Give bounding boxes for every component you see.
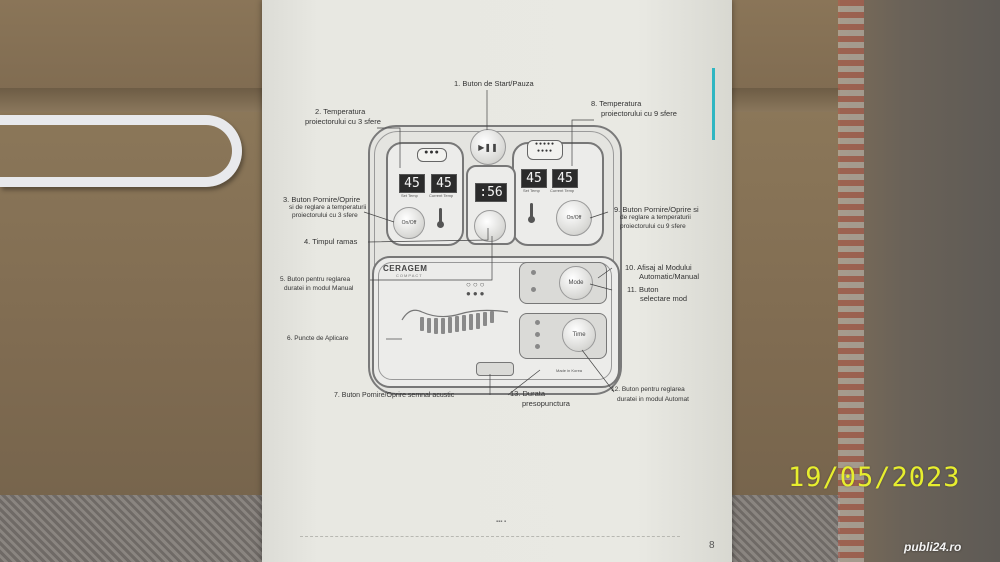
page-divider <box>300 536 680 537</box>
right-current-temp-label: Current Temp <box>550 188 575 193</box>
left-set-temp-label: Set Temp <box>401 193 418 198</box>
label-start-pause: 1. Buton de Start/Pauza <box>454 79 534 88</box>
mode-button: Mode <box>559 266 593 300</box>
label-temp3-2: proiectorului cu 3 sfere <box>305 117 381 126</box>
plastic-handle <box>0 115 242 187</box>
label-onoff3-1: 3. Buton Pornire/Oprire <box>283 195 361 204</box>
time-led-2 <box>535 332 540 337</box>
label-durata-2: presopunctura <box>522 399 570 408</box>
start-pause-button: ▶❚❚ <box>470 129 506 165</box>
right-current-temp-display: 45 <box>552 169 578 188</box>
timer-display: :56 <box>475 183 507 202</box>
label-onoff9-2: de reglare a temperaturii <box>620 214 691 221</box>
box-side <box>840 0 1000 562</box>
timer-adjust-button <box>474 210 506 242</box>
application-points-row: ○○○ <box>466 280 487 289</box>
label-selectare-2: selectare mod <box>640 294 688 303</box>
label-timp-ramas: 4. Timpul ramas <box>304 237 358 246</box>
right-thermometer-icon <box>528 203 535 223</box>
label-temp9-1: 8. Temperatura <box>591 99 642 108</box>
left-onoff-button: On/Off <box>393 207 425 239</box>
label-onoff3-3: proiectorului cu 3 sfere <box>292 212 358 219</box>
lower-panel-inner <box>378 262 612 380</box>
label-afisaj-2: Automatic/Manual <box>639 272 700 281</box>
label-onoff9-3: proiectorului cu 9 sfere <box>620 223 686 230</box>
page-small-mark: ▪▪▪ ▪ <box>496 519 507 525</box>
label-manual-2: duratei in modul Manual <box>284 285 354 292</box>
label-automat-1: 12. Buton pentru reglarea <box>611 386 685 393</box>
left-current-temp-display: 45 <box>431 174 457 193</box>
label-acustic: 7. Buton Pornire/Oprire semnal acustic <box>334 392 455 399</box>
site-watermark: publi24.ro <box>904 540 962 554</box>
made-in-label: Made in Korea <box>556 368 583 373</box>
right-set-temp-label: Set Temp <box>523 188 540 193</box>
box-side-stripe <box>838 0 864 562</box>
three-spheres-icon: ●●● <box>417 148 447 162</box>
manual-led <box>531 287 536 292</box>
page-number: 8 <box>709 540 715 551</box>
left-thermometer-icon <box>437 208 444 228</box>
brand-logo: CERAGEM <box>383 264 428 273</box>
label-onoff3-2: si de reglare a temperaturii <box>289 204 367 211</box>
label-temp9-2: proiectorului cu 9 sfere <box>601 109 677 118</box>
auto-led <box>531 270 536 275</box>
nine-spheres-icon: ●●●●●●●●● <box>527 140 563 160</box>
label-puncte: 6. Puncte de Aplicare <box>287 335 349 342</box>
label-manual-1: 5. Buton pentru reglarea <box>280 276 351 283</box>
right-set-temp-display: 45 <box>521 169 547 188</box>
date-stamp: 19/05/2023 <box>788 462 961 493</box>
time-button: Time <box>562 318 596 352</box>
spine-illustration <box>401 309 509 334</box>
right-onoff-button: On/Off <box>556 200 592 236</box>
label-temp3-1: 2. Temperatura <box>315 107 366 116</box>
application-points-row-2: ●●● <box>466 289 487 298</box>
time-led-3 <box>535 344 540 349</box>
label-selectare-1: 11. Buton <box>627 285 659 294</box>
left-set-temp-display: 45 <box>399 174 425 193</box>
label-automat-2: duratei in modul Automat <box>617 396 689 403</box>
teal-page-marker <box>712 68 715 140</box>
beep-button <box>476 362 514 376</box>
time-led-1 <box>535 320 540 325</box>
label-afisaj-1: 10. Afisaj al Modului <box>625 263 692 272</box>
label-durata-1: 13. Durata <box>510 389 546 398</box>
label-onoff9-1: 9. Buton Pornire/Oprire si <box>614 205 699 214</box>
brand-sub-logo: COMPACT <box>396 273 423 278</box>
left-current-temp-label: Current Temp <box>429 193 454 198</box>
